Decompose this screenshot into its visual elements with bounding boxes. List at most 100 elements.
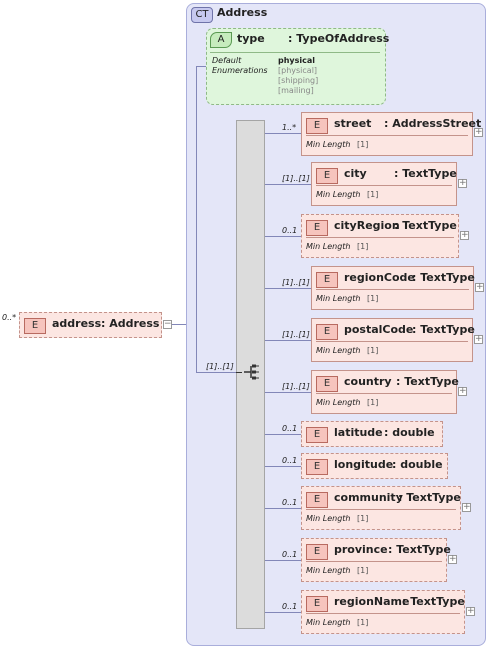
default-value: physical xyxy=(278,56,316,65)
connector-line xyxy=(265,184,311,185)
element-badge: E xyxy=(306,427,328,443)
element-name: longitude xyxy=(334,458,394,471)
expand-icon[interactable]: + xyxy=(458,386,467,396)
enumeration-value: [mailing] xyxy=(278,86,314,95)
facet-label-default: Default xyxy=(212,56,242,65)
attribute-type[interactable] xyxy=(206,28,386,105)
attribute-badge: A xyxy=(210,32,232,48)
facet-label-enumerations: Enumerations xyxy=(212,66,268,75)
facet-value: [1] xyxy=(367,190,379,199)
facet-label: Min Length xyxy=(316,398,361,407)
element-separator xyxy=(306,561,442,562)
expand-icon[interactable]: + xyxy=(462,502,471,512)
element-type: : TextType xyxy=(394,167,457,180)
element-type: : TextType xyxy=(412,323,475,336)
child-element-postalcode[interactable]: E postalCode : TextType Min Length [1] xyxy=(311,318,475,362)
facet-label: Min Length xyxy=(306,566,351,575)
complex-type-name: Address xyxy=(217,6,268,19)
child-element-regioncode[interactable]: E regionCode : TextType Min Length [1] xyxy=(311,266,475,310)
element-name: community xyxy=(334,491,403,504)
expand-icon[interactable]: + xyxy=(466,606,475,616)
facet-value: [1] xyxy=(357,514,369,523)
child-element-regionname[interactable]: E regionName : TextType Min Length [1] xyxy=(301,590,465,634)
element-badge: E xyxy=(306,459,328,475)
child-element-community[interactable]: E community : TextType Min Length [1] xyxy=(301,486,461,530)
element-separator xyxy=(306,135,468,136)
attribute-type-name: : TypeOfAddress xyxy=(288,32,390,45)
child-cardinality: [1]..[1] xyxy=(282,382,310,391)
element-separator xyxy=(306,237,454,238)
root-element-type: : Address xyxy=(101,317,160,330)
sequence-stub xyxy=(236,372,242,373)
element-separator xyxy=(316,185,452,186)
facet-label: Min Length xyxy=(316,346,361,355)
child-cardinality: 0..1 xyxy=(282,602,298,611)
expand-icon[interactable]: + xyxy=(458,178,467,188)
facet-value: [1] xyxy=(367,294,379,303)
element-type: : TextType xyxy=(394,219,457,232)
enumeration-value: [physical] xyxy=(278,66,318,75)
connector-line xyxy=(196,66,197,372)
child-element-street[interactable]: E street : AddressStreet Min Length [1] xyxy=(301,112,481,156)
child-cardinality: [1]..[1] xyxy=(282,330,310,339)
facet-value: [1] xyxy=(357,242,369,251)
child-element-province[interactable]: E province : TextType Min Length [1] xyxy=(301,538,451,582)
connector-line xyxy=(265,612,301,613)
element-type: : TextType xyxy=(402,595,465,608)
element-separator xyxy=(306,613,460,614)
element-badge: E xyxy=(306,596,328,612)
child-element-country[interactable]: E country : TextType Min Length [1] xyxy=(311,370,459,414)
element-name: country xyxy=(344,375,392,388)
sequence-compositor[interactable] xyxy=(236,120,265,629)
root-element-cardinality: 0..* xyxy=(2,313,17,322)
facet-value: [1] xyxy=(367,398,379,407)
sequence-cardinality: [1]..[1] xyxy=(206,362,234,371)
connector-line xyxy=(265,508,301,509)
element-badge: E xyxy=(316,376,338,392)
expand-icon[interactable]: + xyxy=(475,282,484,292)
element-badge: E xyxy=(306,118,328,134)
facet-label: Min Length xyxy=(306,140,351,149)
connector-line xyxy=(265,434,301,435)
element-badge: E xyxy=(306,220,328,236)
element-name: latitude xyxy=(334,426,383,439)
facet-value: [1] xyxy=(357,618,369,627)
child-element-longitude[interactable]: E longitude : double xyxy=(301,453,448,479)
element-badge: E xyxy=(306,492,328,508)
connector-line xyxy=(265,466,301,467)
element-separator xyxy=(316,341,468,342)
expand-icon[interactable]: + xyxy=(474,127,483,137)
child-cardinality: 0..1 xyxy=(282,424,298,433)
expand-icon[interactable]: + xyxy=(474,334,483,344)
expand-icon[interactable]: + xyxy=(448,554,457,564)
element-type: : double xyxy=(384,426,435,439)
element-type: : double xyxy=(392,458,443,471)
connector-line xyxy=(172,324,196,325)
attribute-name: type xyxy=(237,32,265,45)
child-element-cityregion[interactable]: E cityRegion : TextType Min Length [1] xyxy=(301,214,459,258)
connector-line xyxy=(265,392,311,393)
element-type: : AddressStreet xyxy=(384,117,482,130)
root-element-address[interactable]: E address : Address xyxy=(19,312,162,338)
element-badge: E xyxy=(306,544,328,560)
connector-line xyxy=(265,340,311,341)
expand-icon[interactable]: + xyxy=(460,230,469,240)
element-name: regionName xyxy=(334,595,410,608)
facet-label: Min Length xyxy=(306,618,351,627)
facet-label: Min Length xyxy=(306,514,351,523)
collapse-icon[interactable]: − xyxy=(163,319,172,329)
child-element-city[interactable]: E city : TextType Min Length [1] xyxy=(311,162,457,206)
sequence-icon xyxy=(244,364,259,380)
element-separator xyxy=(316,289,469,290)
element-name: city xyxy=(344,167,367,180)
facet-value: [1] xyxy=(367,346,379,355)
facet-value: [1] xyxy=(357,566,369,575)
connector-line xyxy=(265,133,301,134)
attribute-facet-values: physical [physical] [shipping] [mailing] xyxy=(278,56,318,96)
attribute-separator xyxy=(210,52,380,53)
facet-label: Min Length xyxy=(316,190,361,199)
element-type: : TextType xyxy=(412,271,475,284)
element-badge: E xyxy=(316,168,338,184)
element-type: : TextType xyxy=(398,491,461,504)
child-element-latitude[interactable]: E latitude : double xyxy=(301,421,443,447)
